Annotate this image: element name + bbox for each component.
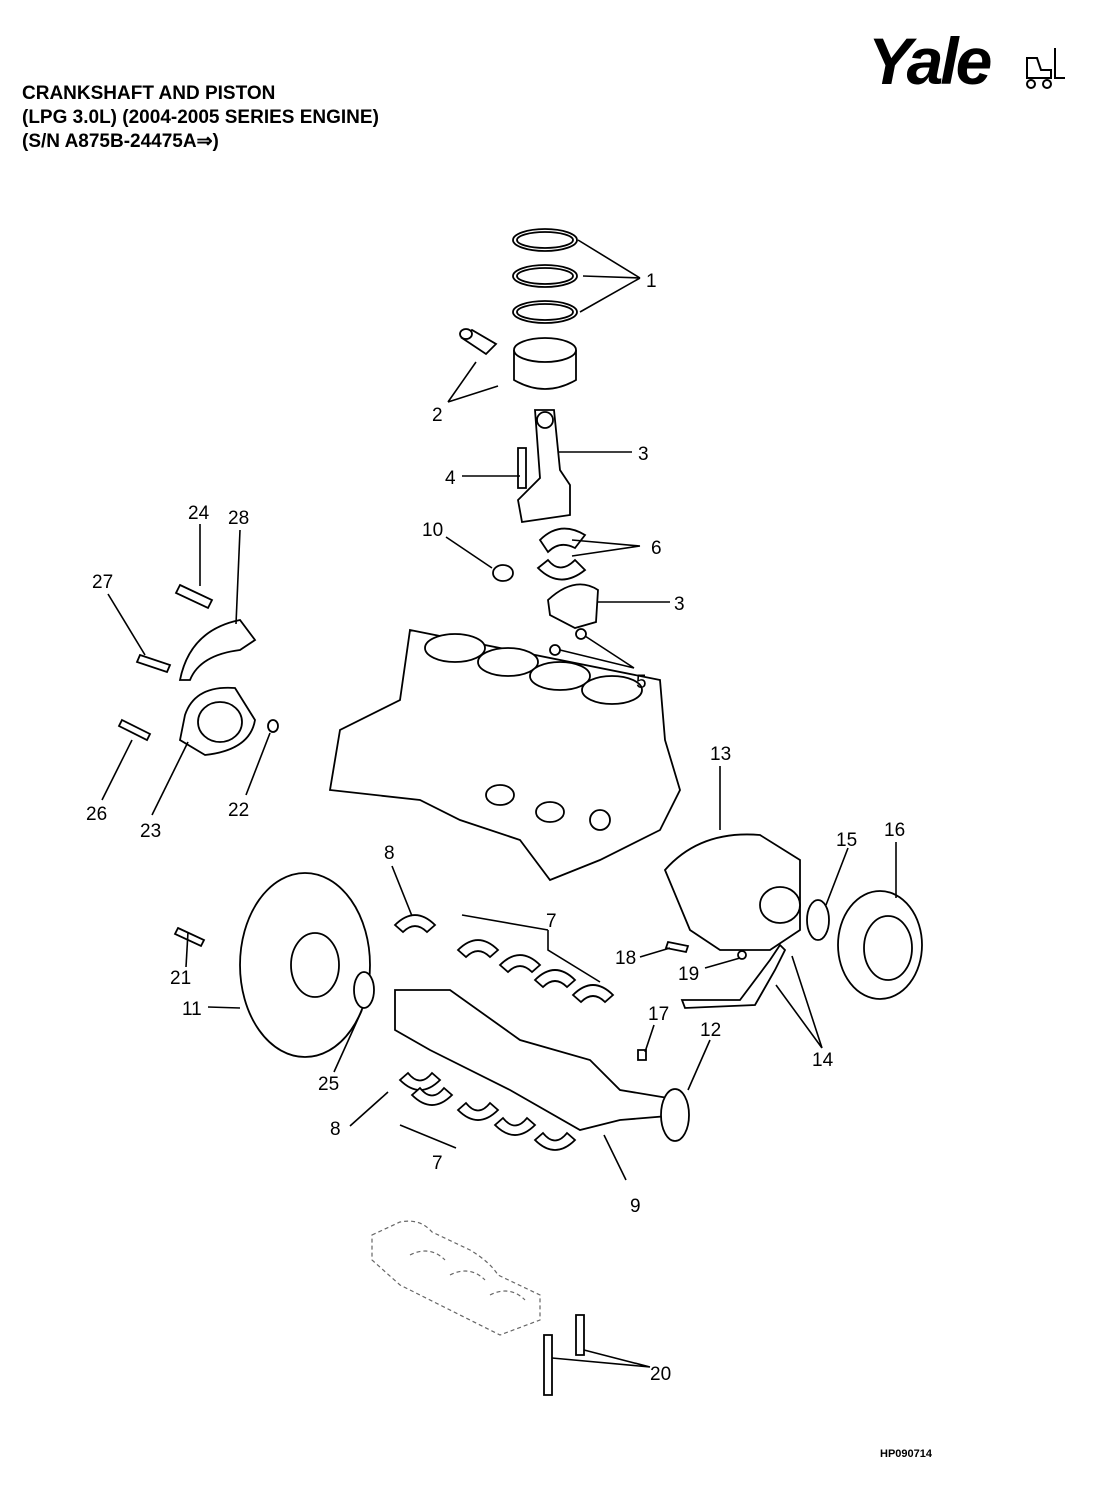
callout-label: 23 <box>140 821 161 842</box>
bracket-14 <box>680 943 787 1009</box>
callout-label: 15 <box>836 830 857 851</box>
callout-label: 3 <box>638 444 649 465</box>
callout-label: 2 <box>432 405 443 426</box>
connecting-rod <box>517 409 571 524</box>
callout-label: 1 <box>646 271 657 292</box>
callout-labels: 1 2 3 4 10 6 3 24 28 27 5 13 26 23 22 16… <box>86 271 905 1385</box>
bolt-20-b <box>575 1314 585 1356</box>
page-title: CRANKSHAFT AND PISTON <box>22 83 276 104</box>
engine-block <box>328 628 681 882</box>
bolt-26 <box>117 718 152 742</box>
main-bearings-lower <box>398 1071 577 1151</box>
callout-label: 8 <box>384 843 395 864</box>
rod-cap <box>547 583 599 629</box>
bolt-27 <box>135 653 172 674</box>
main-bearing-caps <box>371 1220 541 1336</box>
forklift-icon <box>1026 48 1065 89</box>
piston-rings <box>512 228 578 324</box>
rod-bearings <box>536 527 587 581</box>
rear-seal-housing <box>178 686 256 756</box>
front-seal <box>806 899 830 941</box>
callout-label: 21 <box>170 968 191 989</box>
dowel-22 <box>267 719 279 733</box>
callout-label: 20 <box>650 1364 671 1385</box>
page-subtitle-engine: (LPG 3.0L) (2004-2005 SERIES ENGINE) <box>22 107 379 128</box>
title-block: CRANKSHAFT AND PISTON (LPG 3.0L) (2004-2… <box>22 82 379 154</box>
bolt-24 <box>174 583 214 610</box>
callout-label: 10 <box>422 520 443 541</box>
bolt-21 <box>173 926 206 948</box>
callout-label: 22 <box>228 800 249 821</box>
callout-label: 6 <box>651 538 662 559</box>
bolt-20-a <box>543 1334 553 1396</box>
bolt-19 <box>737 950 747 960</box>
callout-label: 9 <box>630 1196 641 1217</box>
harmonic-balancer <box>837 890 923 1000</box>
flywheel-seal-25 <box>353 971 375 1009</box>
flywheel <box>239 872 371 1058</box>
bolt-18 <box>664 940 690 954</box>
callout-label: 11 <box>182 999 202 1020</box>
callout-label: 7 <box>546 911 557 932</box>
callout-label: 3 <box>674 594 685 615</box>
callout-label: 27 <box>92 572 113 593</box>
front-cover <box>663 833 801 951</box>
bushing <box>492 564 514 582</box>
callout-label: 4 <box>445 468 456 489</box>
callout-label: 19 <box>678 964 699 985</box>
callout-label: 26 <box>86 804 107 825</box>
callout-label: 7 <box>432 1153 443 1174</box>
rod-bolt <box>517 447 527 489</box>
piston-and-pin <box>459 328 577 390</box>
callout-label: 14 <box>812 1050 834 1071</box>
front-cover-hub <box>759 886 801 924</box>
callout-label: 18 <box>615 948 636 969</box>
callout-label: 8 <box>330 1119 341 1140</box>
rod-nuts <box>549 628 587 656</box>
page-subtitle-serial: (S/N A875B-24475A⇒) <box>22 131 219 152</box>
callout-label: 12 <box>700 1020 721 1041</box>
seal-gasket <box>178 619 257 681</box>
callout-label: 5 <box>636 672 647 693</box>
key-17 <box>637 1049 647 1061</box>
callout-label: 24 <box>188 503 210 524</box>
callout-label: 25 <box>318 1074 339 1095</box>
main-bearings-upper <box>393 914 615 1004</box>
logo-wordmark: Yale <box>868 24 992 98</box>
callout-label: 17 <box>648 1004 669 1025</box>
leader-lines <box>101 239 897 1368</box>
crank-gear <box>660 1088 690 1142</box>
drawing-code: HP090714 <box>880 1448 932 1460</box>
callout-label: 16 <box>884 820 905 841</box>
callout-label: 28 <box>228 508 249 529</box>
callout-label: 13 <box>710 744 731 765</box>
yale-logo: Yale <box>868 26 1068 96</box>
